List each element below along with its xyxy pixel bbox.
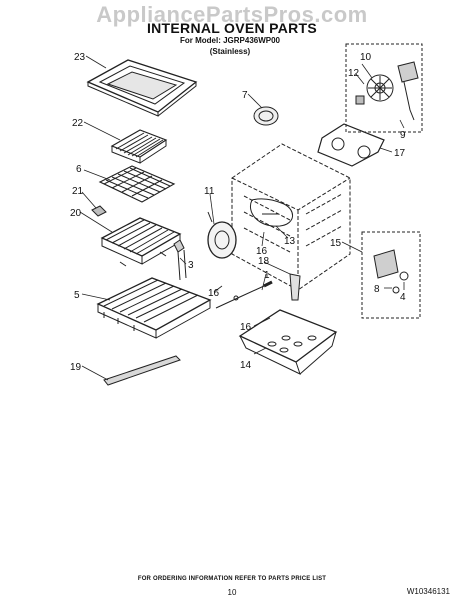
- callout-4: 4: [400, 292, 406, 303]
- callout-16-a: 16: [208, 288, 220, 299]
- part-1-sensor: [215, 280, 273, 309]
- part-6-rack: [98, 165, 176, 203]
- callout-21: 21: [72, 186, 84, 197]
- document-number: W10346131: [406, 587, 450, 596]
- callout-8: 8: [374, 284, 380, 295]
- callout-12: 12: [348, 68, 360, 79]
- part-19-trim: [103, 355, 181, 386]
- part-3-socket: [173, 239, 187, 281]
- callout-1: 1: [264, 270, 270, 281]
- part-5-sliding-rack: [96, 277, 212, 339]
- callout-17: 17: [394, 148, 406, 159]
- callout-19: 19: [70, 362, 82, 373]
- callout-13: 13: [284, 236, 296, 247]
- callout-5: 5: [74, 290, 80, 301]
- ordering-note: FOR ORDERING INFORMATION REFER TO PARTS …: [137, 576, 327, 582]
- oven-cavity: [231, 143, 351, 291]
- part-14-tray: [238, 309, 338, 375]
- watermark: AppliancePartsPros.com: [96, 2, 368, 27]
- part-18-igniter: [289, 273, 301, 301]
- callout-16-c: 16: [256, 246, 268, 257]
- part-22-grate: [110, 129, 168, 164]
- callout-10: 10: [360, 52, 372, 63]
- callout-3: 3: [188, 260, 194, 271]
- callout-14: 14: [240, 360, 252, 371]
- callout-22: 22: [72, 118, 84, 129]
- part-20-grill-rack: [100, 217, 182, 267]
- part-11-reflector: [207, 211, 237, 259]
- part-13-bake-element: [250, 198, 293, 227]
- part-15-motor: [361, 231, 421, 319]
- callout-7: 7: [242, 90, 248, 101]
- part-21-clip: [91, 205, 107, 217]
- part-23-frame: [86, 59, 198, 117]
- callout-23: 23: [74, 52, 86, 63]
- model-line: For Model: JGRP436WP00: [179, 36, 281, 45]
- callout-15: 15: [330, 238, 342, 249]
- part-7-light-cover: [253, 106, 279, 126]
- callout-20: 20: [70, 208, 82, 219]
- part-10-convection-fan: [345, 43, 423, 133]
- leader-lines: [79, 55, 405, 381]
- variant-line: (Stainless): [209, 47, 251, 56]
- page-number: 10: [227, 588, 237, 597]
- page-title: INTERNAL OVEN PARTS: [146, 20, 318, 36]
- callout-9: 9: [400, 130, 406, 141]
- callout-11: 11: [204, 186, 215, 197]
- callout-16-b: 16: [240, 322, 252, 333]
- part-17-fan-cover: [317, 123, 385, 167]
- callout-6: 6: [76, 164, 82, 175]
- model-subtitle: For Model: JGRP436WP00 (Stainless): [150, 35, 310, 57]
- callout-18: 18: [258, 256, 270, 267]
